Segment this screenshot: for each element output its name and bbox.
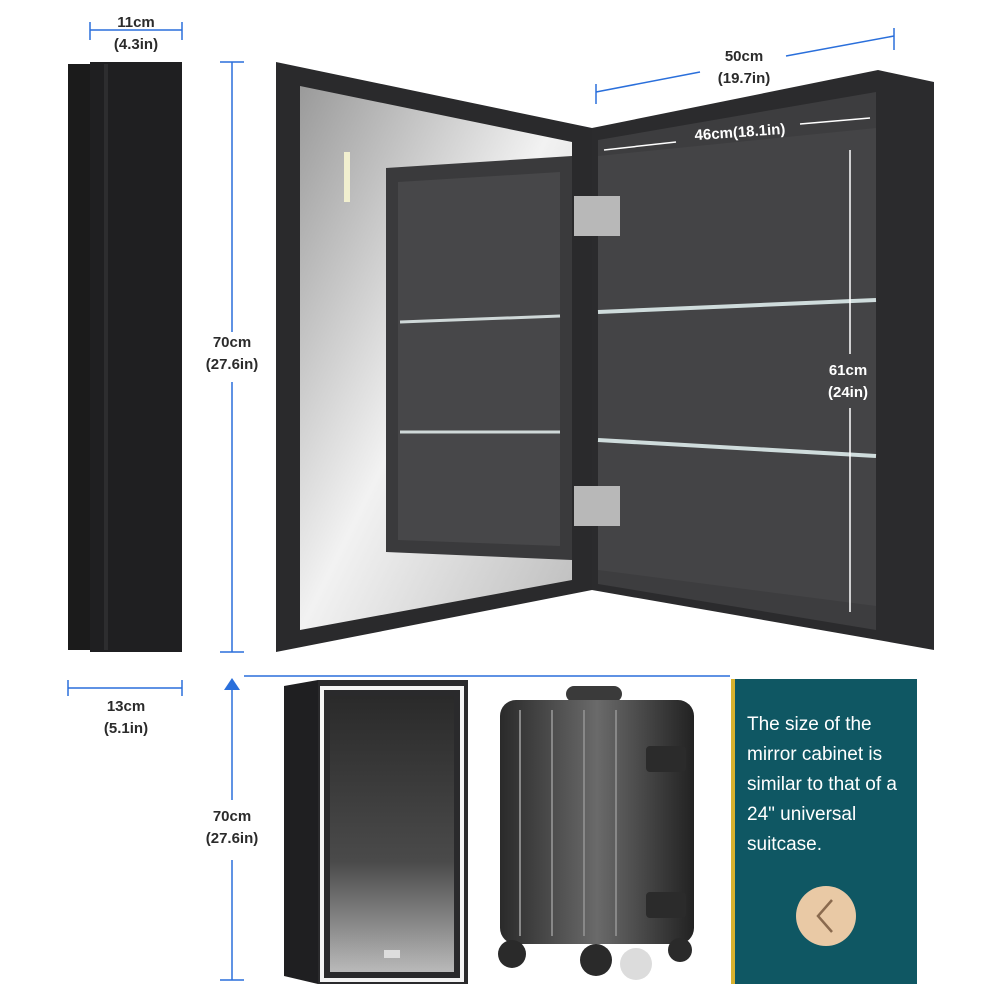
dim-inner-height: 61cm (24in) — [827, 362, 868, 401]
panel-accent-stripe — [731, 679, 736, 984]
cabinet-side-view — [68, 62, 182, 652]
dim-side-top: 11cm (4.3in) — [113, 14, 159, 53]
dimension-lines-white — [603, 117, 871, 612]
cabinet-body — [574, 70, 934, 650]
dim-height-small: 70cm (27.6in) — [205, 808, 259, 847]
info-panel-text: The size of the mirror cabinet is simila… — [747, 714, 897, 855]
suitcase — [498, 686, 694, 980]
cabinet-door — [276, 62, 592, 652]
dim-width-outer: 50cm (19.7in) — [717, 48, 771, 87]
back-button[interactable] — [796, 886, 856, 946]
dim-height-main: 70cm (27.6in) — [188, 332, 276, 376]
dim-side-bottom: 13cm (5.1in) — [103, 698, 149, 737]
chevron-left-icon — [816, 899, 833, 933]
dimension-lines — [67, 22, 895, 981]
small-cabinet — [284, 680, 468, 984]
